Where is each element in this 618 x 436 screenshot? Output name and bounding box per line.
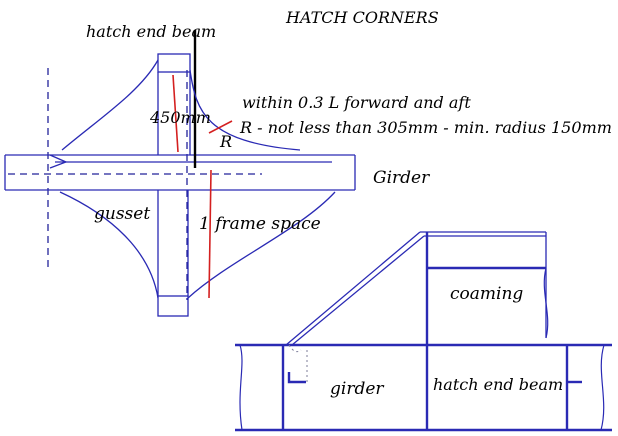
break-lines	[239, 267, 605, 431]
coaming-stiffeners	[281, 232, 582, 430]
elevation-view	[235, 231, 612, 432]
gusset-lower-left	[59, 191, 159, 299]
hatch-end-beam-bottom-label: hatch end beam	[433, 375, 563, 394]
dotted-curve	[288, 344, 302, 353]
hatch-end-beam-plan	[157, 53, 191, 317]
coaming-stay-diagonal-1	[285, 231, 421, 346]
dimension-450-label: 450mm	[149, 108, 211, 127]
frame-space-marker	[208, 169, 212, 299]
gusset-label: gusset	[94, 204, 150, 224]
coaming-label: coaming	[450, 284, 523, 304]
deck-lines	[235, 343, 612, 432]
gusset-upper-right	[189, 69, 301, 151]
girder-pointed-end	[49, 154, 68, 169]
coaming-stay-diagonal-2	[291, 235, 425, 346]
girder-bottom-label: girder	[330, 379, 384, 399]
break-line-coaming	[543, 267, 549, 339]
radius-marker	[208, 120, 233, 134]
gusset-lower-right	[187, 191, 336, 299]
girder-bracket	[287, 372, 306, 384]
beam-top-cap	[157, 53, 191, 73]
red-markers	[172, 74, 233, 299]
gusset-curves	[59, 59, 336, 299]
dimension-450-marker	[172, 74, 179, 153]
girder-top-label: Girder	[373, 168, 430, 188]
note-line-2: R - not less than 305mm - min. radius 15…	[239, 118, 612, 137]
hatch-end-beam-top-label: hatch end beam	[86, 22, 216, 41]
gusset-upper-left	[61, 59, 159, 151]
plan-view	[4, 30, 356, 317]
girder-band	[4, 154, 356, 191]
break-line-left	[239, 344, 243, 431]
break-line-right	[600, 344, 605, 431]
radius-label: R	[219, 132, 232, 151]
note-line-1: within 0.3 L forward and aft	[242, 93, 471, 112]
dashed-construction-lines	[8, 68, 262, 300]
title-text: HATCH CORNERS	[285, 8, 439, 27]
frame-space-label: 1 frame space	[199, 214, 321, 234]
weld-dotted	[288, 344, 308, 384]
labels: HATCH CORNERS hatch end beam 450mm withi…	[86, 8, 612, 399]
beam-bottom-cap	[157, 295, 189, 317]
